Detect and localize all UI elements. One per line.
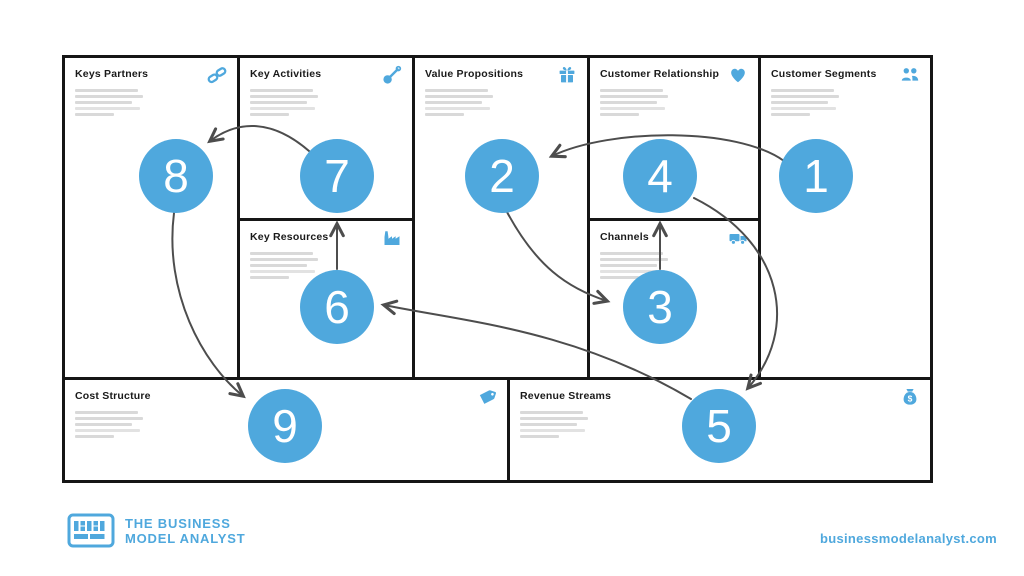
placeholder-text-lines xyxy=(600,89,668,116)
step-circle-7: 7 xyxy=(300,139,374,213)
heart-icon xyxy=(728,65,748,85)
brand-name-line1: THE BUSINESS xyxy=(125,515,231,531)
tag-icon xyxy=(477,387,497,407)
canvas-grid-logo-icon xyxy=(67,513,115,548)
step-number: 7 xyxy=(324,150,350,202)
step-circle-6: 6 xyxy=(300,270,374,344)
section-value-propositions: Value Propositions xyxy=(415,58,587,377)
brand-name: THE BUSINESS MODEL ANALYST xyxy=(125,516,245,546)
brand-logo: THE BUSINESS MODEL ANALYST xyxy=(67,513,245,548)
factory-icon xyxy=(382,228,402,248)
placeholder-text-lines xyxy=(600,252,668,279)
svg-text:$: $ xyxy=(908,393,913,403)
truck-icon xyxy=(728,228,748,248)
step-number: 8 xyxy=(163,150,189,202)
section-title: Customer Segments xyxy=(771,68,877,80)
chain-link-icon xyxy=(207,65,227,85)
placeholder-text-lines xyxy=(250,252,318,279)
step-circle-1: 1 xyxy=(779,139,853,213)
step-circle-9: 9 xyxy=(248,389,322,463)
step-circle-5: 5 xyxy=(682,389,756,463)
money-bag-icon: $ xyxy=(900,387,920,407)
section-header: Keys Partners xyxy=(75,65,227,85)
section-title: Key Resources xyxy=(250,231,329,243)
step-circle-8: 8 xyxy=(139,139,213,213)
section-header: Key Resources xyxy=(250,228,402,248)
wrench-icon xyxy=(382,65,402,85)
people-icon xyxy=(900,65,920,85)
step-number: 9 xyxy=(272,400,298,452)
step-number: 3 xyxy=(647,281,673,333)
section-title: Key Activities xyxy=(250,68,322,80)
step-circle-3: 3 xyxy=(623,270,697,344)
placeholder-text-lines xyxy=(75,89,143,116)
canvas-grid: Keys Partners Key Activities xyxy=(62,55,933,483)
section-header: Channels xyxy=(600,228,748,248)
section-title: Keys Partners xyxy=(75,68,149,80)
section-title: Cost Structure xyxy=(75,390,151,402)
brand-name-line2: MODEL ANALYST xyxy=(125,530,246,546)
section-header: Value Propositions xyxy=(425,65,577,85)
section-header: Customer Segments xyxy=(771,65,920,85)
section-title: Revenue Streams xyxy=(520,390,612,402)
section-header: Key Activities xyxy=(250,65,402,85)
step-number: 2 xyxy=(489,150,515,202)
section-key-partners: Keys Partners xyxy=(65,58,237,377)
website-url: businessmodelanalyst.com xyxy=(820,531,997,546)
section-title: Value Propositions xyxy=(425,68,524,80)
step-number: 1 xyxy=(803,150,829,202)
step-circle-2: 2 xyxy=(465,139,539,213)
section-customer-segments: Customer Segments xyxy=(761,58,930,377)
placeholder-text-lines xyxy=(75,411,143,438)
section-title: Customer Relationship xyxy=(600,68,720,80)
step-circle-4: 4 xyxy=(623,139,697,213)
gift-icon xyxy=(557,65,577,85)
section-header: Customer Relationship xyxy=(600,65,748,85)
placeholder-text-lines xyxy=(520,411,588,438)
section-title: Channels xyxy=(600,231,649,243)
placeholder-text-lines xyxy=(425,89,493,116)
placeholder-text-lines xyxy=(771,89,839,116)
step-number: 5 xyxy=(706,400,732,452)
step-number: 6 xyxy=(324,281,350,333)
step-number: 4 xyxy=(647,150,673,202)
placeholder-text-lines xyxy=(250,89,318,116)
